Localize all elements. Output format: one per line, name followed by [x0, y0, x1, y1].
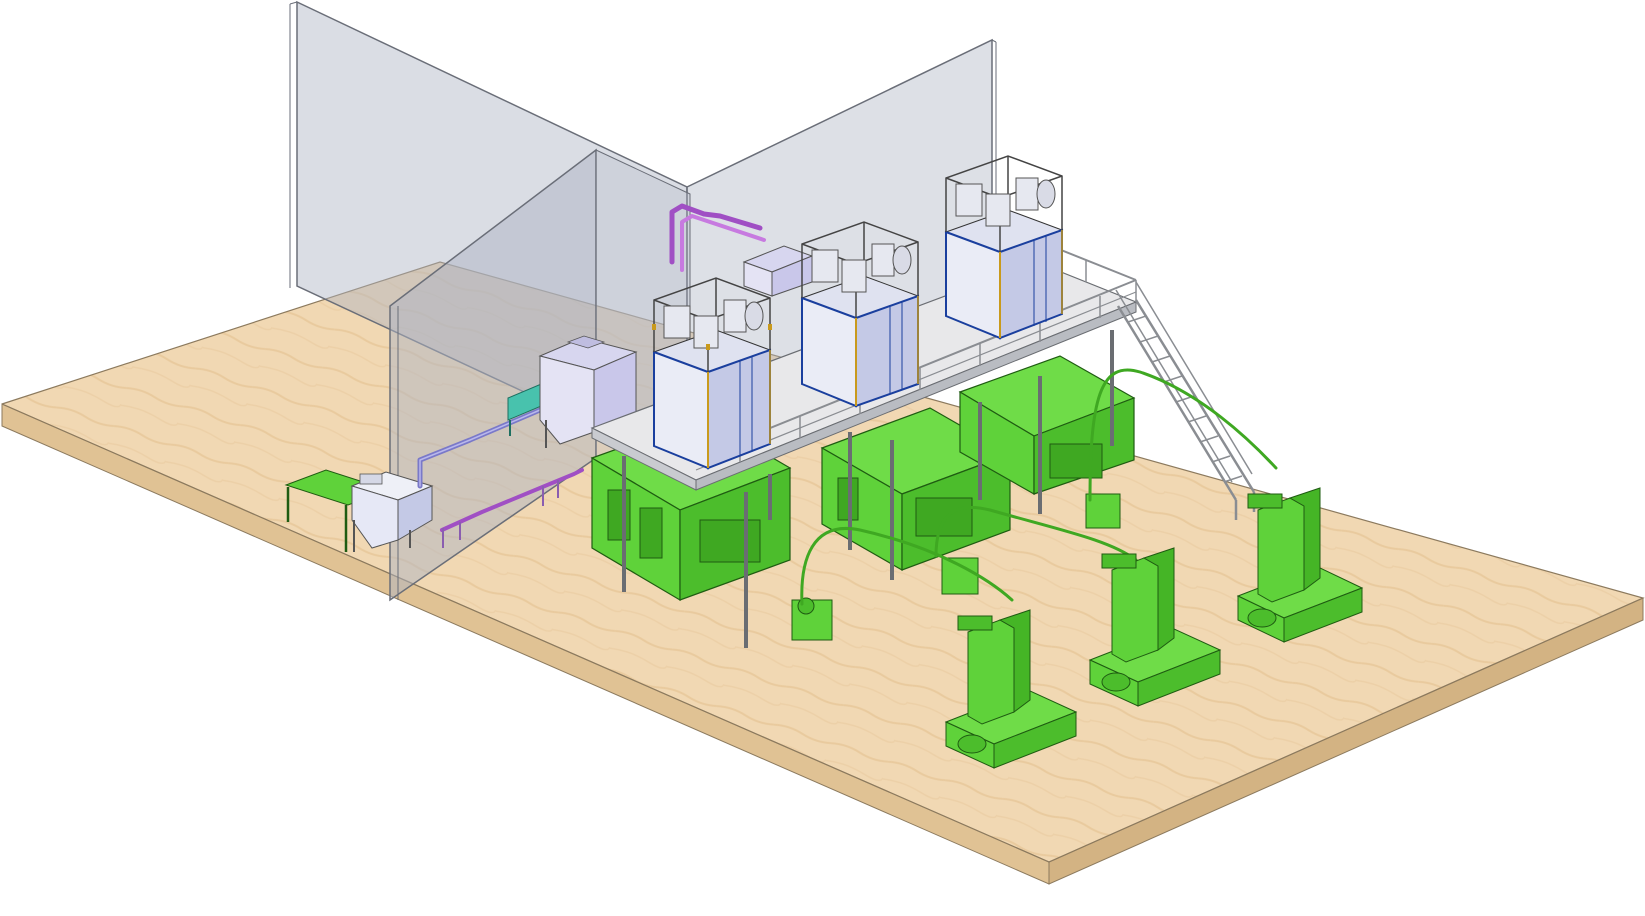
pipe-violet-riser	[669, 203, 763, 265]
pipe-violet-feed	[440, 468, 584, 532]
downstream-machine-1	[944, 609, 1078, 769]
hopper-unit-3	[944, 155, 1064, 340]
pipe-rack-low	[442, 480, 559, 548]
hopper-unit-1	[652, 277, 772, 470]
platform-columns	[622, 330, 1114, 648]
downstream-machine-2	[1088, 547, 1222, 707]
hopper-unit-2	[800, 221, 920, 408]
floor-outline	[1, 261, 1645, 863]
downstream-machine-3	[1236, 487, 1364, 643]
dryer-unit	[507, 335, 638, 448]
feed-hopper	[350, 471, 434, 552]
extrusion-line-3	[958, 355, 1136, 529]
transfer-hoses	[800, 368, 1278, 606]
